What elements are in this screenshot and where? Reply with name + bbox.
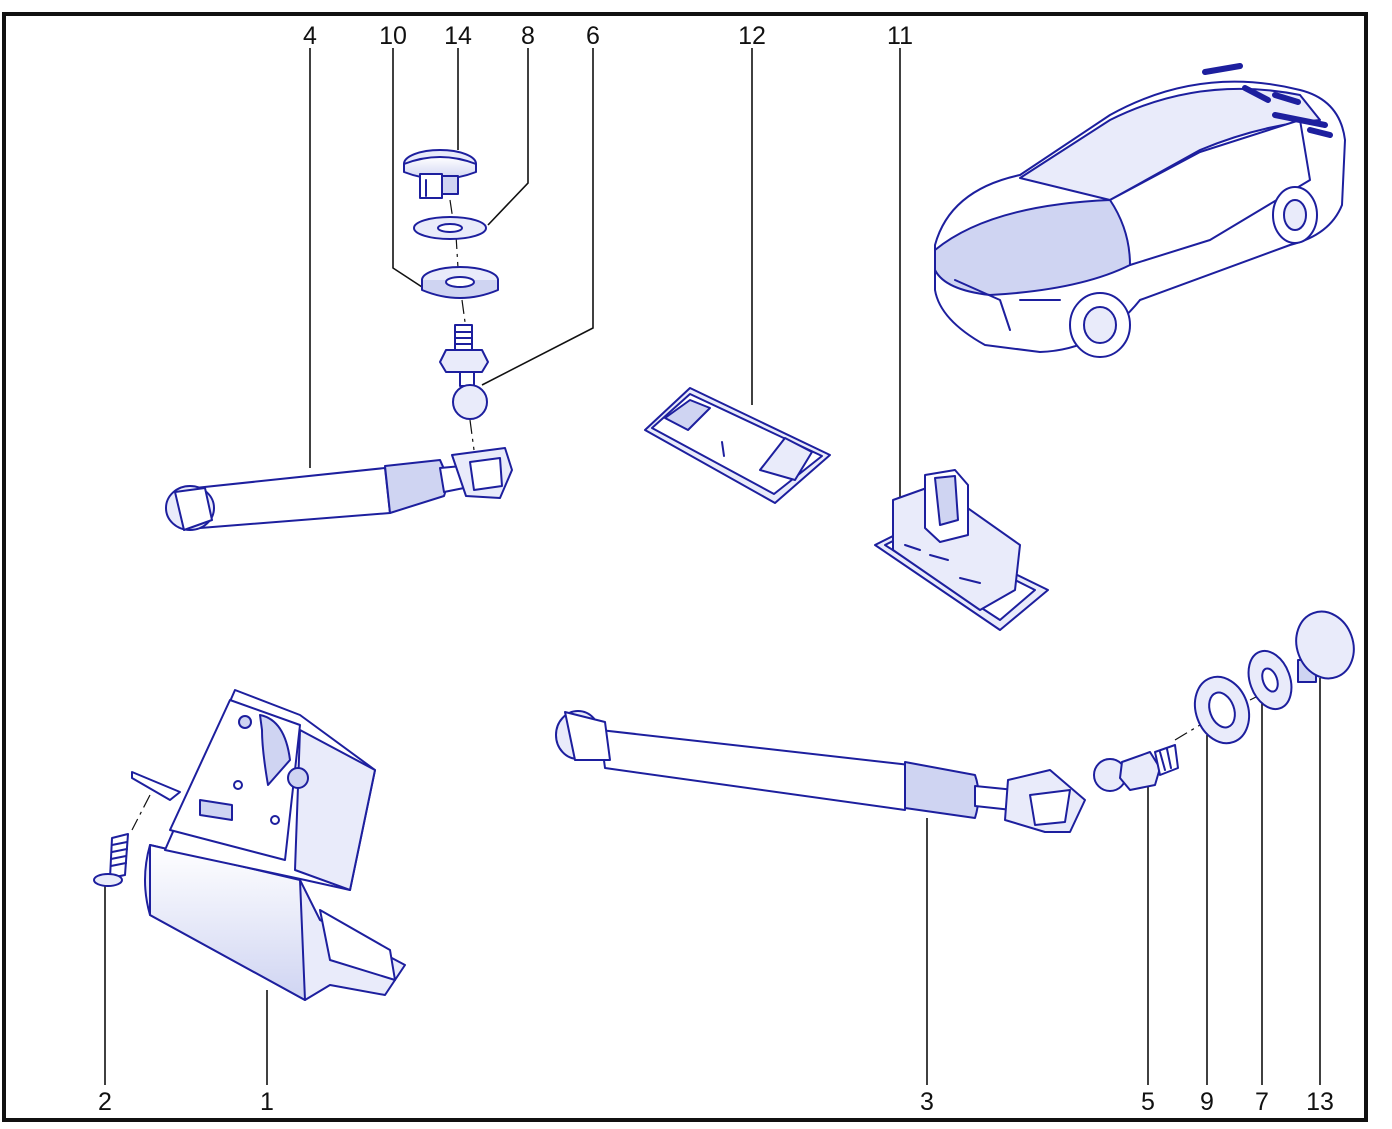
callout-7: 7 xyxy=(1255,1088,1269,1116)
ball-stud-part-5 xyxy=(1093,744,1179,792)
washer-part-7 xyxy=(1247,649,1293,711)
callout-2: 2 xyxy=(98,1088,112,1116)
screw-part-2 xyxy=(93,833,129,887)
callout-12: 12 xyxy=(738,22,766,50)
vehicle-reference-illustration xyxy=(934,63,1346,358)
grommet-part-9 xyxy=(1193,675,1251,745)
callout-6: 6 xyxy=(586,22,600,50)
callout-1: 1 xyxy=(260,1088,274,1116)
callout-11: 11 xyxy=(887,22,913,50)
washer-part-8 xyxy=(413,216,487,240)
callout-5: 5 xyxy=(1141,1088,1155,1116)
callout-8: 8 xyxy=(521,22,535,50)
callout-labels: 4 10 14 8 6 12 11 2 1 3 5 9 7 13 xyxy=(98,22,1334,1116)
ball-stud-part-6 xyxy=(439,324,489,420)
callout-13: 13 xyxy=(1306,1088,1334,1116)
diagram-frame xyxy=(2,12,1368,1122)
callout-9: 9 xyxy=(1200,1088,1214,1116)
leader-lines xyxy=(104,48,1321,1085)
callout-10: 10 xyxy=(379,22,407,50)
switch-part-11 xyxy=(874,469,1049,631)
cap-part-14 xyxy=(403,149,477,199)
callout-3: 3 xyxy=(920,1088,934,1116)
callout-14: 14 xyxy=(444,22,472,50)
gas-strut-part-3 xyxy=(555,710,1086,833)
plate-part-12 xyxy=(644,387,831,504)
grommet-part-10 xyxy=(421,266,499,299)
lock-assembly-part-1 xyxy=(131,689,406,1001)
gas-strut-part-4 xyxy=(165,447,513,531)
callout-4: 4 xyxy=(303,22,317,50)
cap-part-13 xyxy=(1295,610,1355,683)
